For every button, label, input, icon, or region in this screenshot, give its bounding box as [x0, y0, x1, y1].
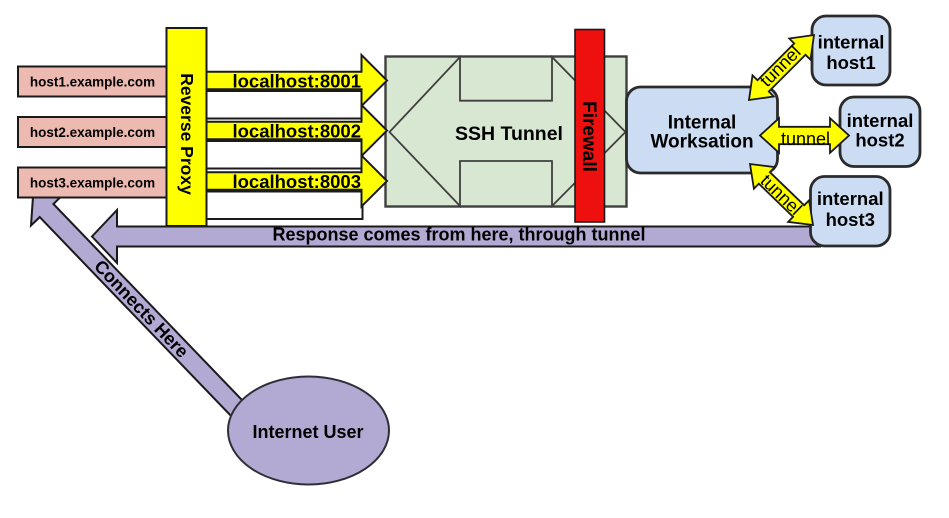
svg-text:tunnel: tunnel: [781, 129, 830, 149]
svg-text:localhost:8001: localhost:8001: [232, 71, 361, 92]
svg-text:Worksation: Worksation: [650, 132, 753, 153]
svg-text:host2: host2: [855, 130, 904, 151]
svg-text:Firewall: Firewall: [578, 101, 599, 172]
svg-text:localhost:8003: localhost:8003: [232, 171, 361, 192]
svg-text:host1.example.com: host1.example.com: [30, 75, 155, 90]
svg-text:host3: host3: [826, 209, 875, 230]
svg-text:internal: internal: [847, 110, 914, 131]
svg-text:Internal: Internal: [668, 113, 737, 134]
svg-text:Internet User: Internet User: [252, 422, 363, 442]
svg-text:Response comes from here, thro: Response comes from here, through tunnel: [272, 225, 645, 245]
svg-text:Reverse Proxy: Reverse Proxy: [177, 73, 197, 195]
svg-text:host2.example.com: host2.example.com: [30, 125, 155, 140]
svg-text:localhost:8002: localhost:8002: [232, 121, 361, 142]
svg-text:SSH Tunnel: SSH Tunnel: [455, 123, 563, 145]
svg-text:host3.example.com: host3.example.com: [30, 176, 155, 191]
svg-text:internal: internal: [818, 32, 885, 53]
svg-text:internal: internal: [817, 188, 884, 209]
svg-text:host1: host1: [826, 52, 875, 73]
